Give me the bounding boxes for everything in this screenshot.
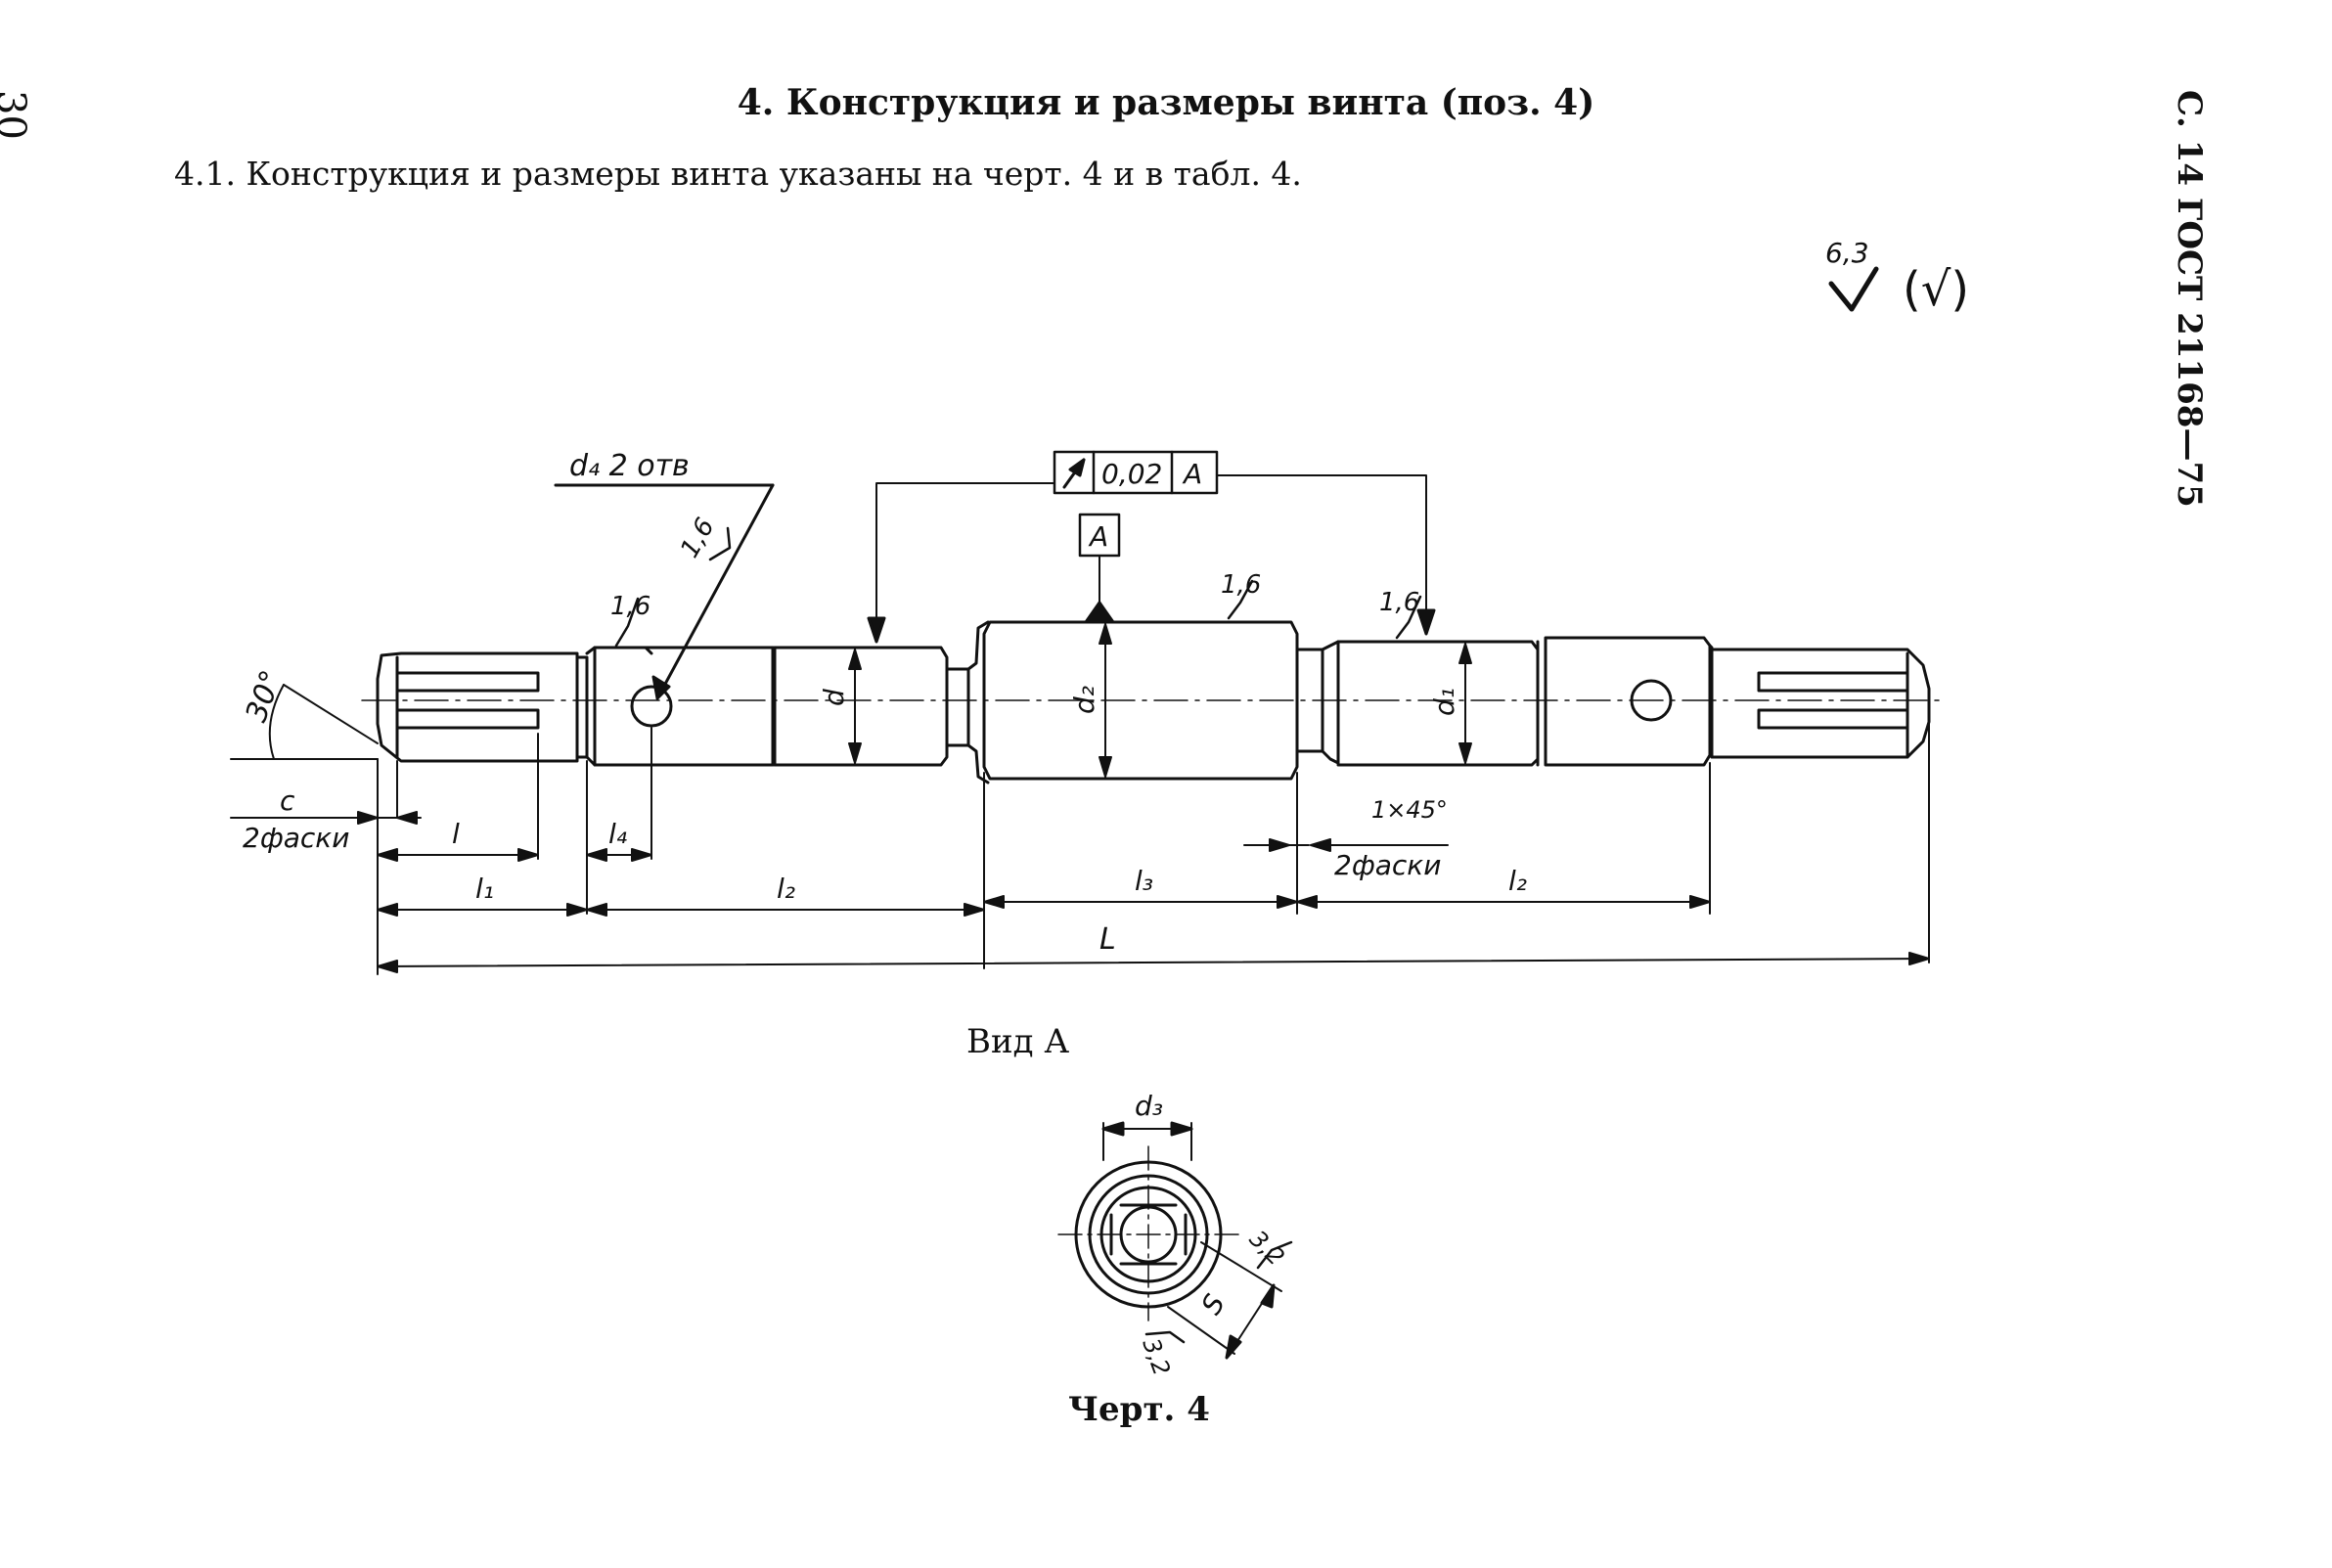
tolerance-value: 0,02 xyxy=(1101,458,1162,490)
view-a-label: Вид А xyxy=(966,1022,1069,1061)
dim-d2: d₂ xyxy=(1068,686,1100,714)
dim-l: l xyxy=(452,818,460,850)
section-title: 4. Конструкция и размеры винта (поз. 4) xyxy=(737,82,1595,123)
dim-l1: l₁ xyxy=(475,873,494,905)
dim-S: S xyxy=(1194,1289,1231,1321)
dim-chamfer-1x45: 1×45° xyxy=(1371,796,1448,824)
datum-label: A xyxy=(1088,520,1108,553)
shaft-body xyxy=(376,620,1931,784)
svg-text:3,2: 3,2 xyxy=(1244,1225,1290,1271)
dim-d: d xyxy=(818,689,850,706)
runout-tolerance-frame: 0,02 A A xyxy=(867,450,1436,644)
svg-text:3,2: 3,2 xyxy=(1137,1334,1175,1378)
roughness-general-symbol: 6,3 (√) xyxy=(1825,237,1969,317)
length-dimensions: c 2фаски l l₄ l₁ l₂ l₃ 1×45° 2фаски xyxy=(230,723,1930,975)
roughness-marks: 1,6 1,6 1,6 1,6 xyxy=(610,514,1422,648)
svg-text:1,6: 1,6 xyxy=(1379,588,1419,617)
dim-d1: d₁ xyxy=(1428,688,1460,716)
diameter-dimensions: d d₂ d₁ xyxy=(818,623,1472,778)
angle-label: 30° xyxy=(240,666,290,727)
dim-l3: l₃ xyxy=(1135,865,1153,897)
chamfers-right: 2фаски xyxy=(1334,849,1441,881)
tolerance-datum: A xyxy=(1182,458,1202,490)
dim-l2-left: l₂ xyxy=(777,873,795,905)
svg-text:1,6: 1,6 xyxy=(675,514,721,563)
roughness-general-value: 6,3 xyxy=(1825,237,1869,269)
svg-text:1,6: 1,6 xyxy=(610,592,650,621)
angle-dimension: 30° xyxy=(230,666,379,760)
chamfers-left: 2фаски xyxy=(243,822,349,854)
hole-leader: d₄ 2 отв xyxy=(554,449,775,700)
view-a-end: d₃ S 3,2 3,2 xyxy=(1057,1090,1293,1379)
hole-note: d₄ 2 отв xyxy=(569,449,690,483)
figure-caption: Черт. 4 xyxy=(1068,1390,1210,1429)
roughness-paren: (√) xyxy=(1903,262,1969,317)
dim-c: c xyxy=(280,784,295,817)
paragraph-4-1: 4.1. Конструкция и размеры винта указаны… xyxy=(174,155,1302,193)
dim-L: L xyxy=(1099,922,1116,957)
svg-text:1,6: 1,6 xyxy=(1221,570,1261,600)
dim-l4: l₄ xyxy=(608,818,627,850)
dim-l2-right: l₂ xyxy=(1508,865,1527,897)
dim-d3: d₃ xyxy=(1135,1090,1163,1122)
